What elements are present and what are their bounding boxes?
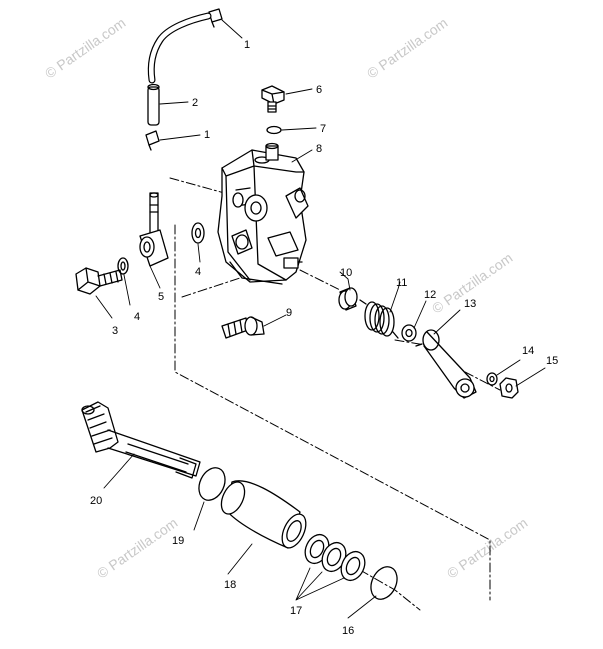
oil-line-fitting [149, 192, 159, 234]
callout-10: 10 [340, 267, 352, 279]
mounting-screw [221, 316, 265, 339]
callout-13: 13 [464, 298, 476, 310]
callout-4-left: 4 [134, 311, 140, 323]
o-ring-shaft [198, 467, 226, 501]
washer-right [191, 222, 205, 244]
hose-clamp-upper [208, 8, 223, 28]
callout-5: 5 [158, 291, 164, 303]
callout-7: 7 [320, 123, 326, 135]
assembly-centerlines [169, 177, 501, 611]
drive-gear-shaft [81, 401, 201, 479]
callout-6: 6 [316, 84, 322, 96]
o-ring-small [266, 125, 282, 135]
callout-18: 18 [224, 579, 236, 591]
o-ring-end [370, 566, 398, 600]
callout-17: 17 [290, 605, 302, 617]
oil-line-curved [147, 12, 212, 84]
callout-20: 20 [90, 495, 102, 507]
callout-11: 11 [396, 277, 407, 289]
callout-labels: 1 2 1 6 7 8 4 4 5 3 9 10 11 12 13 14 15 … [90, 39, 558, 637]
hex-nut [499, 377, 519, 399]
callout-8: 8 [316, 143, 322, 155]
callout-1-lower: 1 [204, 129, 210, 141]
banjo-fitting [139, 229, 169, 267]
lock-washer [486, 372, 498, 386]
callout-1-upper: 1 [244, 39, 250, 51]
washer-left [117, 257, 129, 275]
callout-4-right: 4 [195, 266, 201, 278]
callout-12: 12 [424, 289, 436, 301]
oil-hose-segment [147, 83, 160, 126]
control-lever [415, 329, 477, 399]
bushing [220, 480, 307, 549]
callout-2: 2 [192, 97, 198, 109]
callout-14: 14 [522, 345, 534, 357]
return-spring [359, 299, 399, 339]
oil-pump-body [217, 142, 309, 285]
banjo-bolt [75, 267, 123, 295]
callout-19: 19 [172, 535, 184, 547]
top-screw [261, 85, 285, 113]
callout-15: 15 [546, 355, 558, 367]
shim-set [304, 533, 366, 582]
callout-16: 16 [342, 625, 354, 637]
leader-lines [95, 19, 546, 619]
callout-9: 9 [286, 307, 292, 319]
washer-lever [401, 324, 417, 342]
collar [338, 287, 358, 311]
callout-3: 3 [112, 325, 118, 337]
hose-clamp-lower [145, 130, 160, 151]
